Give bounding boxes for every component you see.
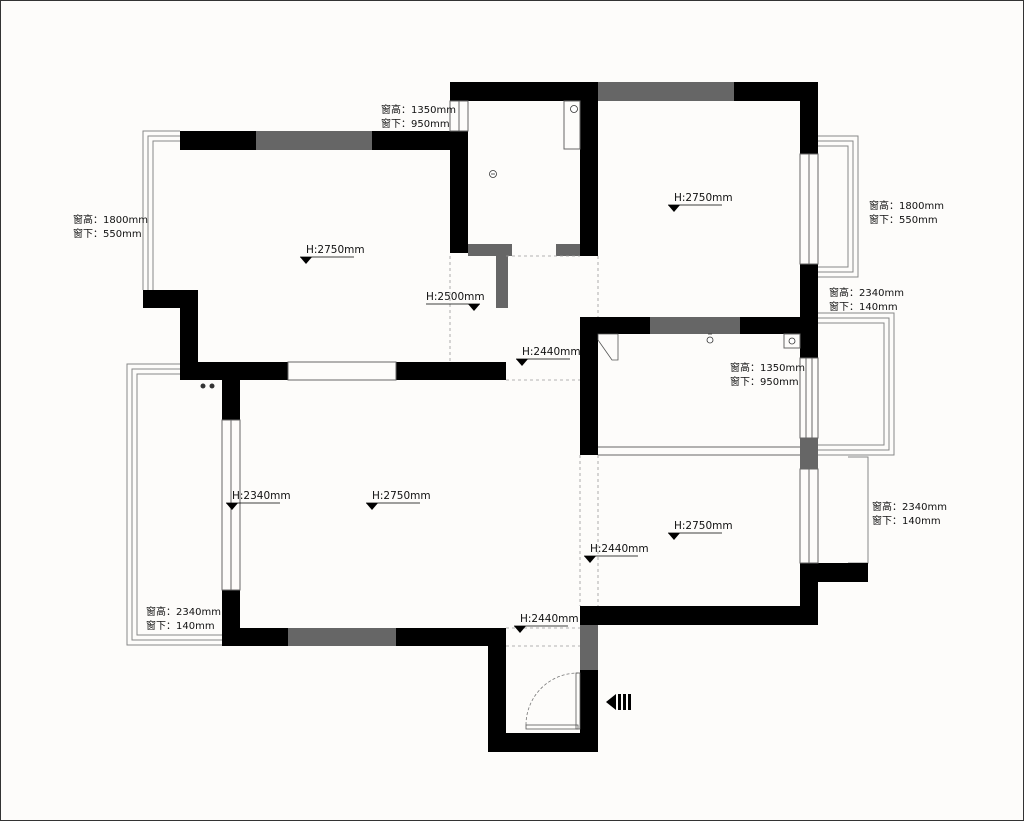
svg-text:窗高：1350mm: 窗高：1350mm — [381, 103, 456, 116]
window-sill-value: 550mm — [103, 229, 142, 240]
window-sill-value: 950mm — [760, 377, 799, 388]
window-height-label: 窗高： — [73, 213, 103, 226]
window-frames — [221, 100, 819, 591]
height-label: H:2500mm — [426, 291, 485, 303]
svg-text:窗高：1800mm: 窗高：1800mm — [869, 199, 944, 212]
window-height-label: 窗高： — [829, 286, 859, 299]
svg-text:窗高：1350mm: 窗高：1350mm — [730, 361, 805, 374]
window-height-label: 窗高： — [872, 500, 902, 513]
window-annotation: 窗高：1800mm 窗下：550mm — [869, 199, 944, 226]
svg-text:窗下：140mm: 窗下：140mm — [872, 514, 941, 527]
window-panels — [256, 82, 818, 670]
svg-text:窗下：550mm: 窗下：550mm — [73, 227, 142, 240]
window-annotation: 窗高：2340mm 窗下：140mm — [146, 605, 221, 632]
window-sill-value: 140mm — [902, 516, 941, 527]
height-label: H:2750mm — [674, 192, 733, 204]
window-sill-value: 950mm — [411, 119, 450, 130]
balcony-right-bottom — [848, 456, 869, 564]
entry-door — [525, 672, 581, 730]
window-height-label: 窗高： — [730, 361, 760, 374]
bathroom-fixtures — [200, 100, 801, 389]
svg-text:窗高：2340mm: 窗高：2340mm — [146, 605, 221, 618]
window-annotation: 窗高：1800mm 窗下：550mm — [73, 213, 148, 240]
height-marker: H:2440mm — [584, 543, 649, 563]
window-annotation: 窗高：1350mm 窗下：950mm — [730, 361, 805, 388]
height-label: H:2750mm — [674, 520, 733, 532]
window-sill-value: 140mm — [859, 302, 898, 313]
height-marker: H:2750mm — [300, 244, 365, 264]
height-marker: H:2440mm — [516, 346, 581, 366]
height-marker: H:2750mm — [668, 192, 733, 212]
height-label: H:2440mm — [522, 346, 581, 358]
height-label: H:2440mm — [590, 543, 649, 555]
window-height-label: 窗高： — [146, 605, 176, 618]
window-sill-label: 窗下： — [381, 117, 411, 130]
svg-text:窗下：140mm: 窗下：140mm — [829, 300, 898, 313]
svg-text:窗高：2340mm: 窗高：2340mm — [872, 500, 947, 513]
height-label: H:2340mm — [232, 490, 291, 502]
window-height-value: 1350mm — [760, 363, 805, 374]
window-annotation: 窗高：1350mm 窗下：950mm — [381, 103, 456, 130]
window-height-value: 2340mm — [902, 502, 947, 513]
opening-lines — [449, 255, 599, 647]
svg-text:窗下：950mm: 窗下：950mm — [381, 117, 450, 130]
height-marker: H:2340mm — [226, 490, 291, 510]
walls — [143, 82, 868, 752]
balcony-left-bottom — [126, 363, 222, 646]
balcony-left-top — [142, 130, 180, 290]
window-height-label: 窗高： — [381, 103, 411, 116]
window-height-value: 2340mm — [176, 607, 221, 618]
height-marker: H:2750mm — [366, 490, 431, 510]
window-sill-label: 窗下： — [869, 213, 899, 226]
height-marker: H:2440mm — [514, 613, 579, 633]
entrance-arrow-icon — [606, 694, 631, 710]
window-annotation: 窗高：2340mm 窗下：140mm — [872, 500, 947, 527]
height-marker: H:2750mm — [668, 520, 733, 540]
window-height-value: 1800mm — [899, 201, 944, 212]
height-label: H:2750mm — [372, 490, 431, 502]
svg-text:窗下：950mm: 窗下：950mm — [730, 375, 799, 388]
window-sill-label: 窗下： — [146, 619, 176, 632]
svg-text:窗高：2340mm: 窗高：2340mm — [829, 286, 904, 299]
balcony-right-top — [818, 135, 859, 278]
window-height-value: 1800mm — [103, 215, 148, 226]
window-sill-label: 窗下： — [872, 514, 902, 527]
window-height-label: 窗高： — [869, 199, 899, 212]
window-sill-value: 550mm — [899, 215, 938, 226]
window-height-value: 1350mm — [411, 105, 456, 116]
window-sill-value: 140mm — [176, 621, 215, 632]
window-sill-label: 窗下： — [73, 227, 103, 240]
window-height-value: 2340mm — [859, 288, 904, 299]
svg-text:窗下：550mm: 窗下：550mm — [869, 213, 938, 226]
window-sill-label: 窗下： — [829, 300, 859, 313]
balcony-right-mid — [818, 312, 895, 456]
svg-text:窗下：140mm: 窗下：140mm — [146, 619, 215, 632]
height-label: H:2440mm — [520, 613, 579, 625]
svg-text:窗高：1800mm: 窗高：1800mm — [73, 213, 148, 226]
window-annotation: 窗高：2340mm 窗下：140mm — [829, 286, 904, 313]
window-sill-label: 窗下： — [730, 375, 760, 388]
height-label: H:2750mm — [306, 244, 365, 256]
height-marker: H:2500mm — [426, 291, 485, 311]
